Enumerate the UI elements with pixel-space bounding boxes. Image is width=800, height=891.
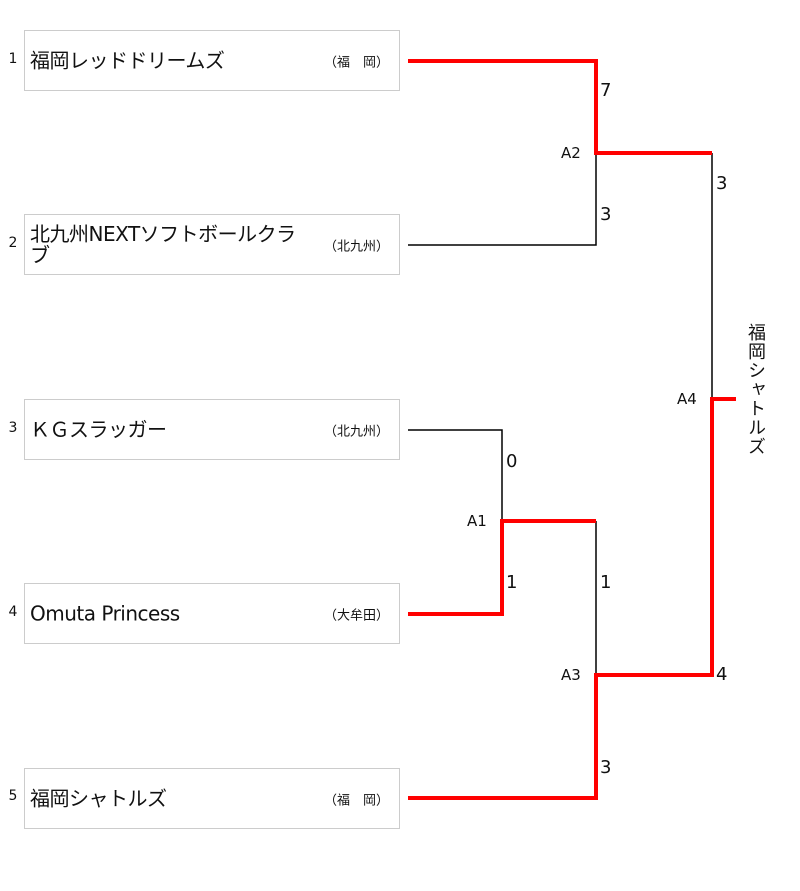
team-region: （北九州）: [323, 239, 389, 254]
seed-number: 5: [8, 788, 18, 804]
match-label-a2: A2: [561, 144, 581, 162]
line-team5: [408, 397, 736, 800]
team-name: 福岡レッドドリームズ: [30, 48, 225, 72]
seed-number: 4: [8, 604, 18, 620]
score-a1-top: 0: [506, 451, 518, 472]
score-a1-bottom: 1: [506, 572, 518, 593]
score-a2-top: 7: [600, 80, 612, 101]
team-box: 福岡レッドドリームズ （福 岡）: [24, 30, 400, 91]
seed-number: 3: [8, 420, 18, 436]
team-region: （北九州）: [323, 424, 389, 439]
team-region: （福 岡）: [323, 793, 389, 808]
seed-number: 2: [8, 235, 18, 251]
champion-name: 福岡シャトルズ: [745, 323, 766, 456]
match-label-a4: A4: [677, 390, 697, 408]
score-a3-bottom: 3: [600, 757, 612, 778]
seed-number: 1: [8, 51, 18, 67]
team-region: （福 岡）: [323, 55, 389, 70]
team-name: 福岡シャトルズ: [30, 786, 167, 810]
team-name: ＫＧスラッガー: [30, 417, 167, 441]
line-team4: [408, 519, 596, 616]
score-a3-top: 1: [600, 572, 612, 593]
match-label-a1: A1: [467, 512, 487, 530]
team-box: 北九州NEXTソフトボールクラブ （北九州）: [24, 214, 400, 275]
team-box: ＫＧスラッガー （北九州）: [24, 399, 400, 460]
team-name: 北九州NEXTソフトボールクラブ: [30, 221, 296, 267]
score-a2-bottom: 3: [600, 204, 612, 225]
line-team1: [408, 59, 712, 155]
team-region: （大牟田）: [323, 608, 389, 623]
line-team2: [408, 153, 597, 246]
score-a4-bottom: 4: [716, 664, 728, 685]
match-label-a3: A3: [561, 666, 581, 684]
team-box: Omuta Princess （大牟田）: [24, 583, 400, 644]
line-team3: [408, 429, 503, 521]
team-box: 福岡シャトルズ （福 岡）: [24, 768, 400, 829]
team-name: Omuta Princess: [30, 601, 180, 625]
score-a4-top: 3: [716, 173, 728, 194]
